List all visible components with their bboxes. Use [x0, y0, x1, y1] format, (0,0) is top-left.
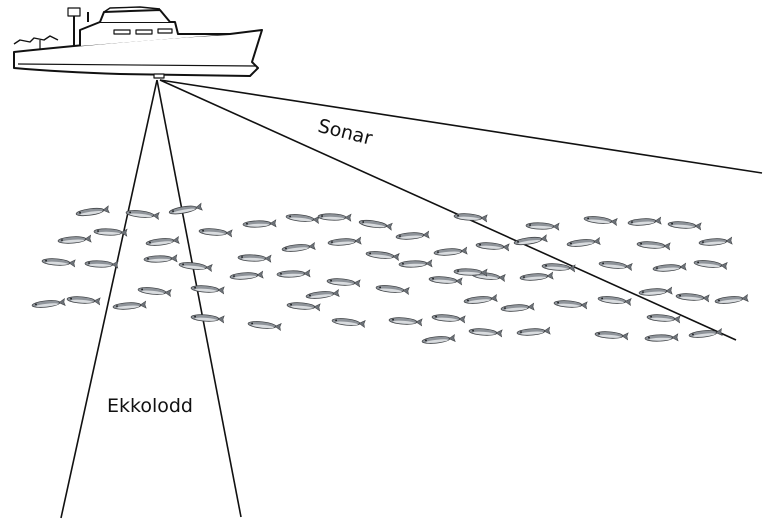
fish-icon — [237, 253, 272, 263]
fish-icon — [714, 294, 749, 306]
fish-icon — [398, 259, 433, 269]
fish-icon — [693, 258, 728, 270]
echo-beam-left-edge — [60, 79, 158, 519]
fish-icon — [513, 234, 548, 247]
fish-icon — [519, 271, 554, 282]
fish-icon — [276, 269, 311, 279]
fish-icon — [190, 284, 225, 295]
fish-icon — [667, 220, 702, 231]
fish-icon — [358, 218, 393, 231]
fish-icon — [112, 300, 147, 311]
fish-icon — [638, 286, 673, 297]
sonar-beam-upper-edge — [159, 79, 763, 174]
echo-sounder-beam — [60, 79, 242, 519]
fish-icon — [84, 259, 119, 269]
fish-icon — [583, 214, 618, 226]
fish-icon — [627, 216, 662, 227]
fish-icon — [553, 299, 588, 310]
fish-icon — [326, 277, 361, 288]
fish-icon — [421, 334, 456, 346]
fish-icon — [598, 259, 633, 271]
fish-icon — [190, 313, 225, 324]
fish-school — [31, 202, 749, 346]
fish-icon — [137, 285, 172, 297]
fish-icon — [516, 326, 551, 337]
fish-icon — [468, 327, 503, 338]
fish-icon — [57, 234, 92, 245]
fish-icon — [688, 328, 723, 340]
fish-icon — [242, 219, 277, 229]
fish-icon — [652, 262, 687, 273]
fish-icon — [594, 330, 629, 341]
fish-icon — [395, 230, 430, 241]
fish-icon — [281, 242, 316, 254]
fish-icon — [636, 240, 671, 251]
fish-icon — [125, 208, 160, 220]
fish-icon — [75, 205, 110, 218]
fish-icon — [453, 212, 488, 223]
fish-icon — [675, 292, 710, 303]
fish-icon — [331, 316, 366, 328]
fish-icon — [698, 236, 733, 247]
fish-icon — [229, 270, 264, 281]
fish-icon — [375, 283, 410, 295]
fish-icon — [388, 316, 423, 327]
fish-icon — [365, 249, 400, 261]
fish-icon — [317, 212, 352, 222]
fish-icon — [431, 313, 466, 324]
fish-icon — [93, 227, 128, 237]
fish-icon — [168, 202, 203, 217]
echo-sounder-label: Ekkolodd — [107, 395, 193, 417]
fish-icon — [433, 246, 468, 257]
echo-beam-right-edge — [156, 79, 242, 518]
fish-icon — [597, 294, 632, 306]
fish-icon — [31, 298, 66, 310]
fish-icon — [305, 289, 340, 301]
fish-icon — [66, 295, 101, 306]
fish-icon — [541, 262, 576, 273]
sonar-beam-lower-edge — [159, 79, 737, 341]
sonar-beam — [159, 79, 763, 341]
fish-icon — [143, 254, 178, 264]
fish-icon — [525, 221, 560, 231]
fishing-boat-icon — [13, 6, 263, 79]
fish-icon — [41, 257, 76, 268]
fish-icon — [463, 294, 498, 306]
fish-icon — [566, 237, 601, 249]
fish-icon — [285, 212, 320, 224]
fish-icon — [475, 241, 510, 252]
fish-icon — [428, 275, 463, 286]
fish-icon — [247, 319, 282, 331]
fish-icon — [644, 333, 679, 343]
fish-icon — [198, 227, 233, 238]
fish-icon — [145, 236, 180, 248]
fish-icon — [500, 302, 535, 313]
fish-icon — [646, 313, 681, 324]
fish-icon — [286, 301, 321, 312]
fish-icon — [178, 260, 213, 272]
fish-icon — [327, 236, 362, 247]
